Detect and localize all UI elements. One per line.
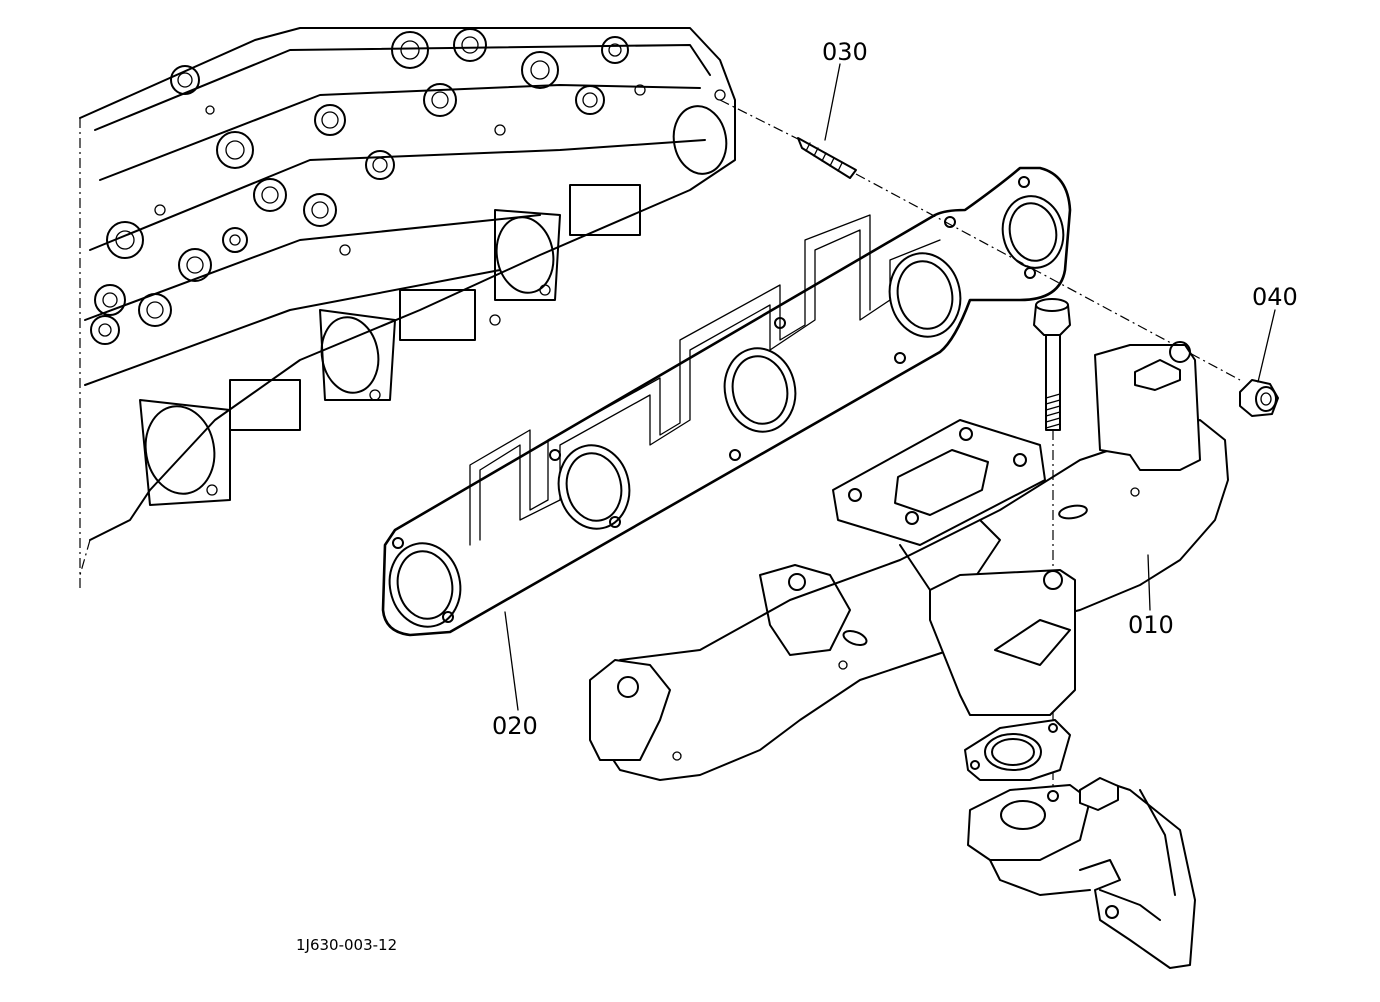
exhaust-manifold [589,341,1229,781]
callout-010: 010 [1128,611,1174,639]
exhaust-elbow [967,777,1196,969]
figure-id: 1J630-003-12 [296,936,397,954]
hex-nut [1239,379,1279,417]
callout-020: 020 [492,712,538,740]
leader-lines [504,63,1276,711]
manifold-bolt [1033,298,1071,795]
callout-030: 030 [822,38,868,66]
small-flange-gasket [964,719,1071,781]
cylinder-head [79,27,736,590]
exhaust-manifold-gasket [381,166,1072,637]
callout-040: 040 [1252,283,1298,311]
